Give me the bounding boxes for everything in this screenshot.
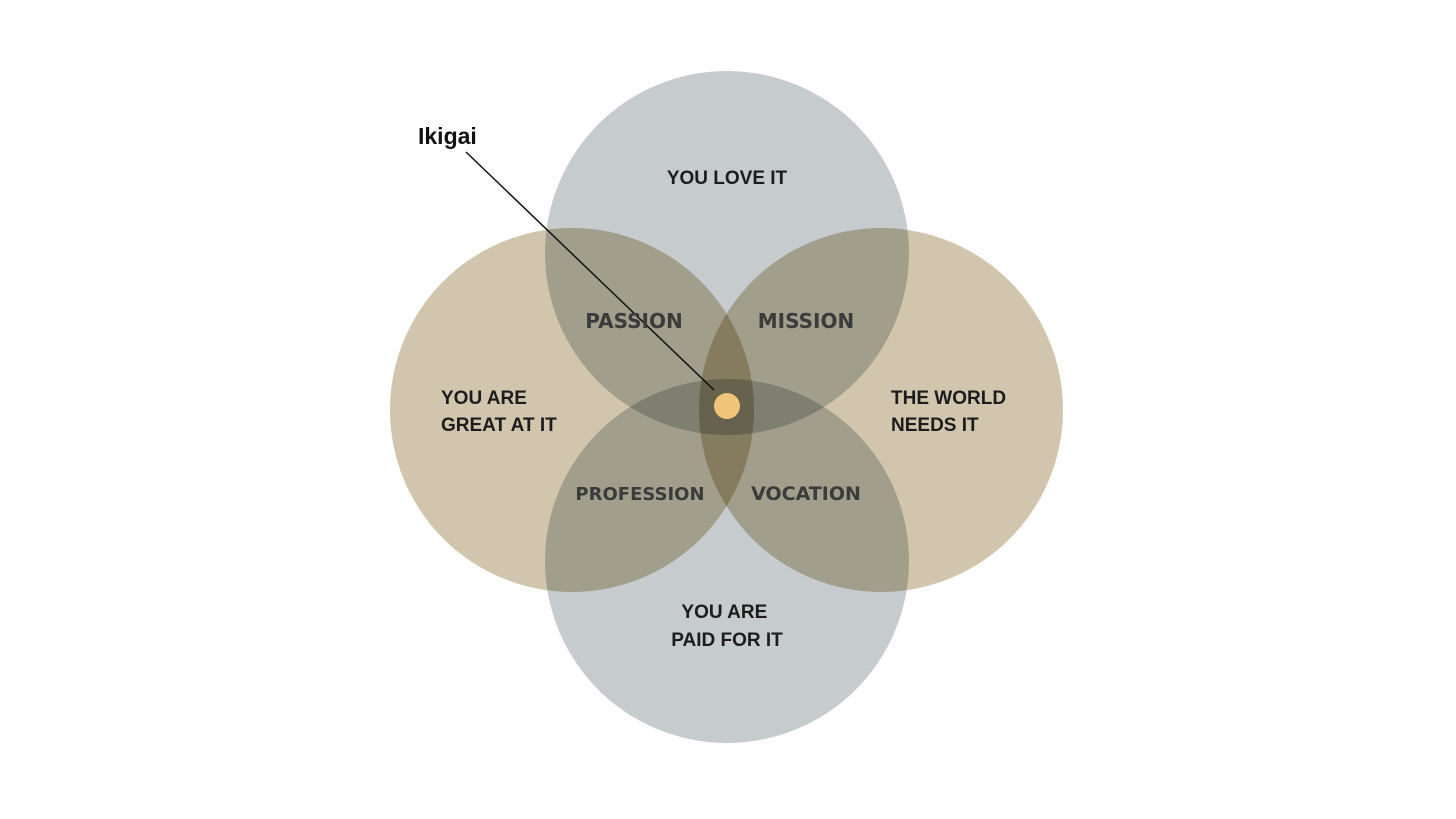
label-ikigai: Ikigai (418, 123, 477, 149)
label-profession: PROFESSION (575, 484, 704, 505)
label-mission: MISSION (758, 309, 854, 333)
ikigai-callout-line (465, 151, 715, 391)
label-paid-line-1: YOU ARE (681, 602, 767, 623)
label-the-world-needs-it: THE WORLD NEEDS IT (891, 388, 1011, 436)
circle-you-are-paid-for-it (545, 379, 909, 743)
label-you-love-it: YOU LOVE IT (667, 168, 788, 189)
label-passion: PASSION (585, 309, 682, 333)
label-you-love-it-line-1: YOU LOVE IT (667, 168, 788, 189)
label-vocation: VOCATION (751, 483, 861, 505)
label-needs-line-1: THE WORLD (891, 388, 1006, 409)
label-paid-line-2: PAID FOR IT (671, 630, 783, 651)
ikigai-center-dot (714, 393, 740, 419)
label-great-line-2: GREAT AT IT (441, 415, 557, 436)
label-needs-line-2: NEEDS IT (891, 415, 979, 436)
label-you-are-great-at-it: YOU ARE GREAT AT IT (441, 388, 557, 436)
label-you-are-paid-for-it: YOU ARE PAID FOR IT (671, 602, 783, 651)
label-great-line-1: YOU ARE (441, 388, 527, 409)
